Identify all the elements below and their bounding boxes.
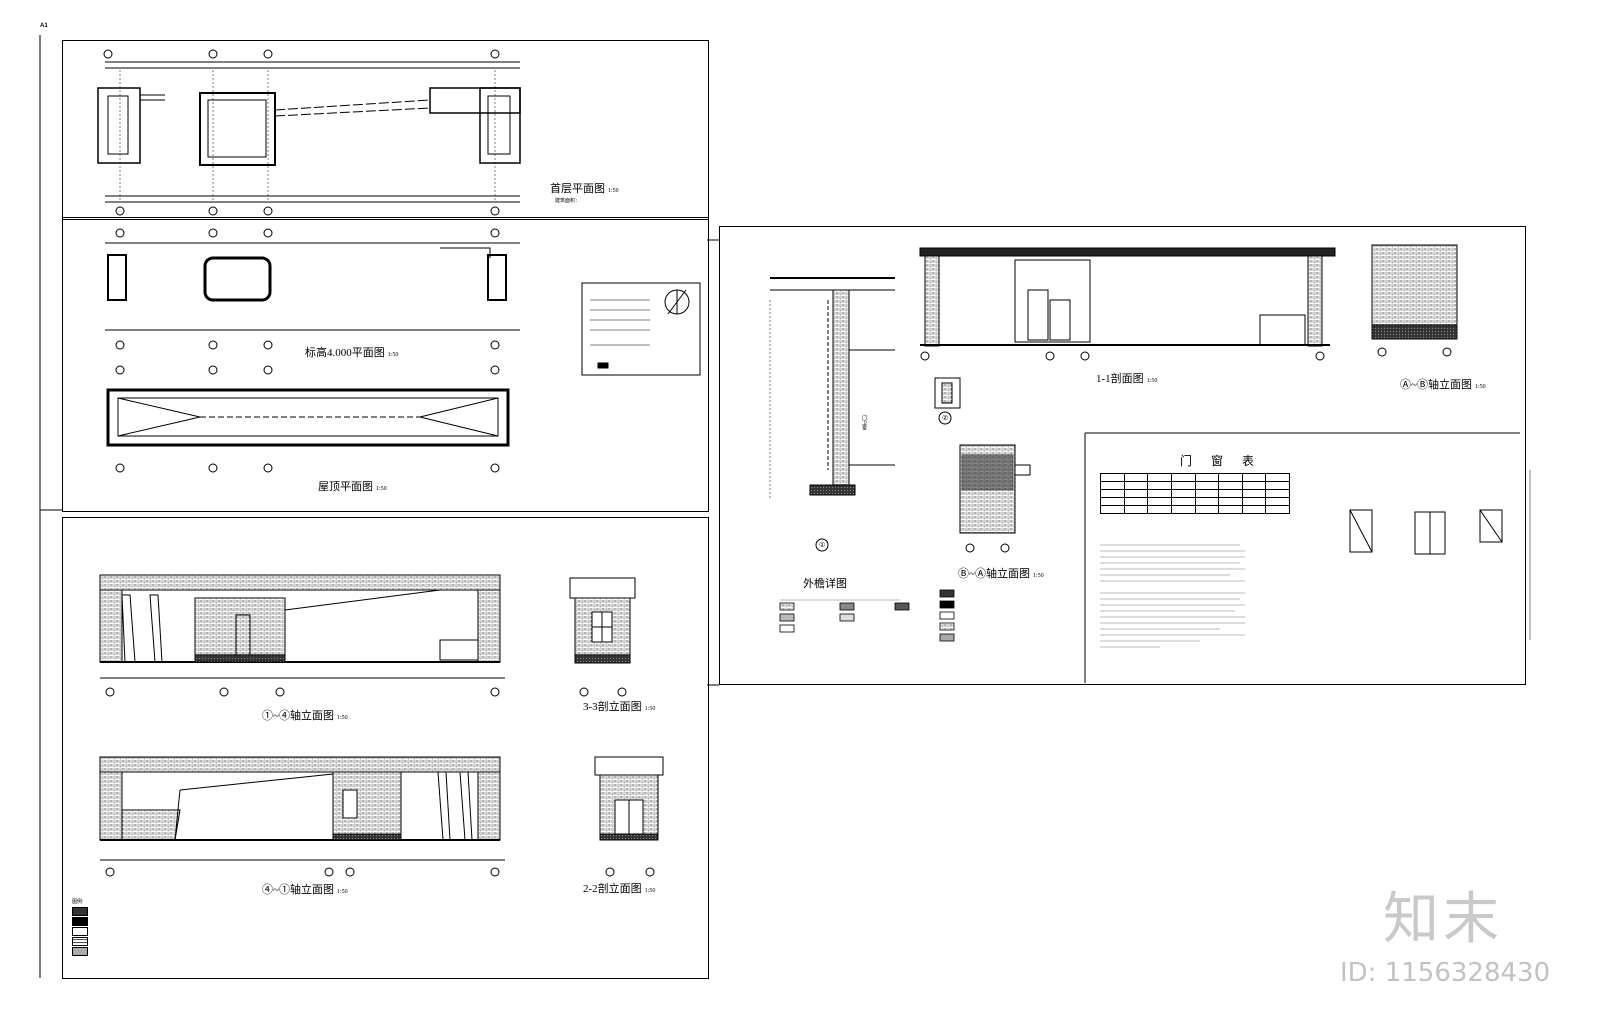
legend-swatch-3: [72, 927, 92, 937]
ground-floor-note: 建筑面积：: [555, 199, 581, 204]
ground-floor-panel: [62, 40, 709, 220]
legend-swatch-5: [72, 947, 92, 957]
ground-floor-scale: 1:50: [608, 188, 619, 194]
plans-sheet: [62, 40, 709, 512]
elev-33-title-text: 3-3剖立面图: [583, 701, 642, 713]
section-11-title-text: 1-1剖面图: [1096, 373, 1144, 385]
mid-plan-title-text: 标高4.000平面图: [305, 347, 385, 359]
table-row: [1100, 505, 1290, 514]
elev-b-scale: 1:50: [336, 889, 348, 895]
table-row: [1100, 481, 1290, 490]
upper-plans-panel: [62, 217, 709, 512]
detail-marker-2: ②: [942, 414, 949, 422]
elev-22-title-text: 2-2剖立面图: [583, 883, 642, 895]
elev-ab-scale: 1:50: [1474, 384, 1486, 390]
watermark-id: ID: 1156328430: [1340, 958, 1551, 988]
sections-sheet: [719, 226, 1526, 685]
door-window-table-title: 门 窗 表: [1180, 454, 1263, 468]
legend-swatch-1: [72, 907, 92, 917]
legend-title: 图例:: [72, 899, 84, 905]
elevations-sheet: [62, 517, 709, 979]
sheet-label: A1: [40, 23, 48, 29]
table-row: [1100, 489, 1290, 498]
elev-33-scale: 1:50: [644, 706, 656, 712]
elev-ba-title-text: Ⓑ~Ⓐ轴立面图: [958, 568, 1030, 580]
roof-plan-title-text: 屋顶平面图: [318, 481, 373, 493]
ground-floor-title-text: 首层平面图: [550, 183, 605, 195]
section-11-scale: 1:50: [1146, 378, 1158, 384]
brand-watermark: 知末: [1383, 887, 1503, 952]
table-row: [1100, 497, 1290, 506]
mid-plan-scale: 1:50: [387, 352, 399, 358]
elev-22-scale: 1:50: [644, 888, 656, 894]
door-window-table: [1100, 473, 1290, 514]
legend-swatch-4: [72, 937, 92, 947]
elev-b-title-text: ④~①轴立面图: [262, 884, 334, 896]
elev-ab-title-text: Ⓐ~Ⓑ轴立面图: [1400, 379, 1472, 391]
table-row: [1100, 473, 1290, 482]
elevations-legend: 图例:: [72, 897, 92, 957]
eave-detail-title: 外檐详图: [803, 578, 847, 590]
room-label: 门卫室: [861, 415, 866, 430]
legend-swatch-2: [72, 917, 92, 927]
elev-a-title-text: ①~④轴立面图: [262, 710, 334, 722]
elev-a-scale: 1:50: [336, 715, 348, 721]
elev-ba-scale: 1:50: [1032, 573, 1044, 579]
roof-plan-scale: 1:50: [376, 486, 387, 492]
detail-marker-1: ①: [819, 541, 826, 549]
